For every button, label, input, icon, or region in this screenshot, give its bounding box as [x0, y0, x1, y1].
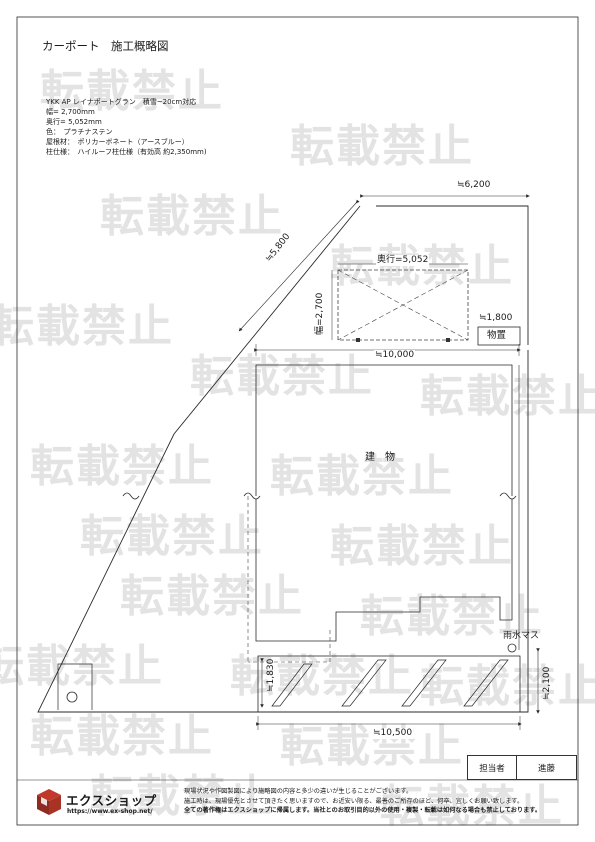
dim-left-height-label: ≒1,830	[266, 658, 276, 692]
building-label: 建 物	[365, 452, 395, 463]
carport-depth-label: 奥行=5,052	[376, 255, 430, 266]
carport-post	[446, 338, 450, 342]
storage-label: 物置	[487, 330, 507, 341]
dim-diagonal-line	[238, 199, 360, 332]
spec-line: 幅= 2,700mm	[46, 108, 95, 116]
spec-line: 柱仕様： ハイルーフ柱仕様（有効高 約2,350mm)	[46, 148, 207, 156]
lot-left-edge	[37, 205, 529, 713]
note-line: 施工時は、現場優先とさせて頂きたく思いますので、お近安い限る、最善のご所存のほど…	[184, 797, 524, 805]
dashed-line	[248, 630, 331, 663]
lot-top-edge	[376, 205, 529, 345]
spec-line: 色： プラチナステン	[46, 128, 113, 136]
spec-block: YKK AP レイナポートグラン 積雪~20cm対応 幅= 2,700mm 奥行…	[46, 97, 207, 157]
break-mark	[499, 492, 517, 500]
rain-basin-label: 雨水マス	[503, 631, 540, 641]
storage-shed	[477, 326, 521, 346]
dim-top-label: ≒6,200	[456, 180, 492, 191]
dim-building-label: ≒10,000	[374, 350, 416, 361]
rain-basin-circle	[507, 643, 517, 653]
parking-hatch	[271, 659, 509, 707]
staff-label: 担当者	[468, 756, 517, 779]
carport-post	[356, 338, 360, 342]
spec-line: 奥行= 5,052mm	[46, 118, 102, 126]
carport-width-label: 幅=2,700	[315, 292, 325, 335]
building-outline	[255, 364, 513, 642]
dim-storage-label: ≒1,800	[478, 313, 514, 324]
entrance-box	[57, 663, 93, 710]
note-line: 現場状況や作図製図により施略図の内容と多少の違いが生じることがございます。	[184, 788, 413, 795]
meter-circle	[66, 691, 78, 703]
break-mark	[243, 492, 261, 500]
carport-cross-b	[337, 269, 469, 341]
spec-line: YKK AP レイナポートグラン 積雪~20cm対応	[46, 98, 197, 106]
company-url: https://www.ex-shop.net/	[67, 808, 153, 815]
company-logo: エクスショップ https://www.ex-shop.net/	[36, 788, 176, 820]
company-name: エクスショップ	[66, 793, 157, 808]
sheet-border	[16, 16, 579, 826]
footer-notes: 現場状況や作図製図により施略図の内容と多少の違いが生じることがございます。 施工…	[184, 787, 541, 816]
carport-roof	[337, 269, 469, 341]
note-line: 全ての著作権はエクスショップに帰属します。当社とのお取引目的以外の使用・複製・転…	[184, 807, 542, 814]
parking-area	[257, 655, 521, 713]
break-mark	[122, 492, 140, 500]
staff-name: 進藤	[537, 763, 555, 774]
staff-table: 担当者 進藤	[467, 755, 577, 780]
cube-logo-icon	[37, 789, 61, 815]
dim-right-height-label: ≒2,100	[542, 666, 552, 700]
dim-bottom-label: ≒10,500	[372, 728, 414, 739]
spec-line: 屋根材： ポリカーボネート（アースブルー）	[46, 138, 189, 146]
page-title: カーポート 施工概略図	[42, 39, 169, 53]
